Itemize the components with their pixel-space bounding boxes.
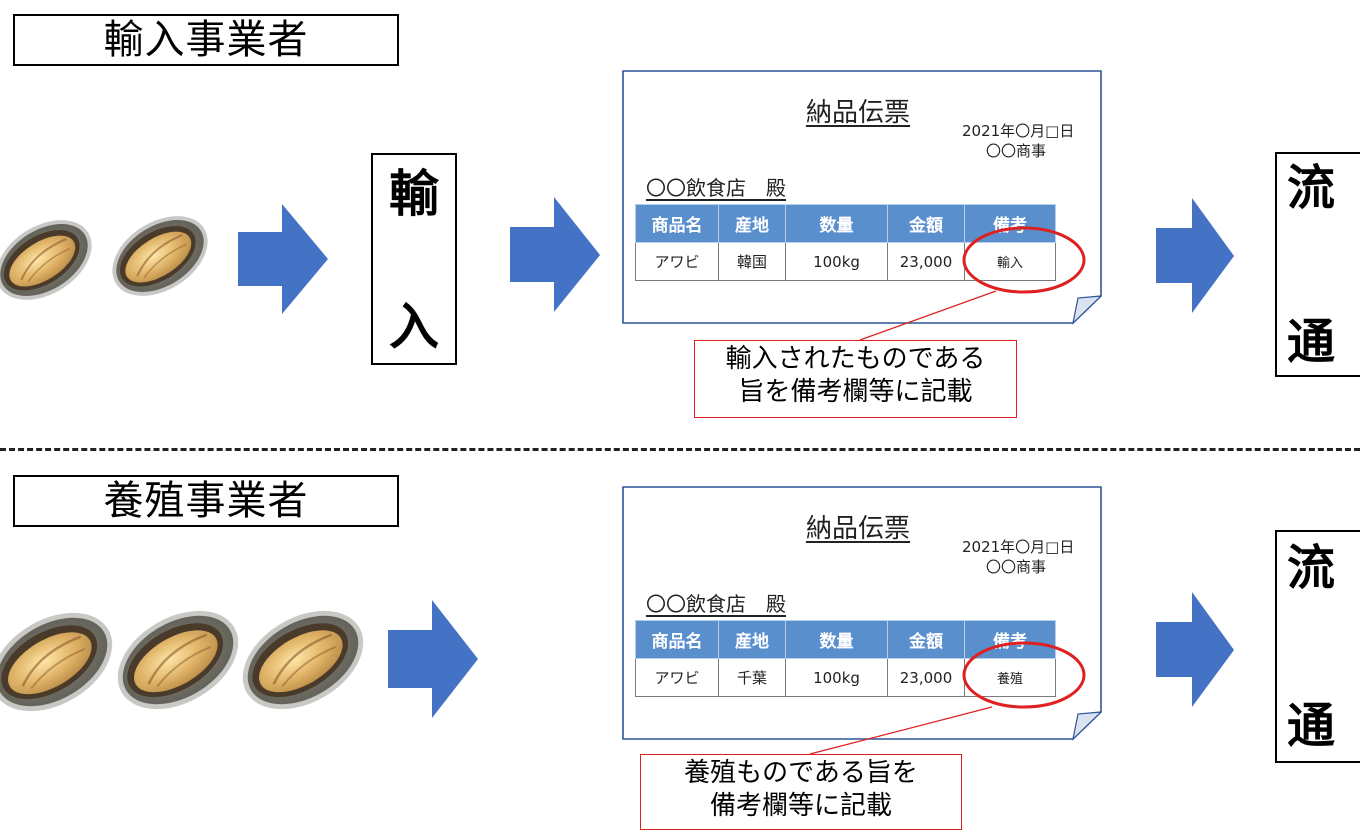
distribution-char-1: 流 xyxy=(1287,160,1336,216)
right-arrow-icon xyxy=(1156,592,1234,707)
table-header: 金額 xyxy=(887,620,965,659)
callout-line-1: 養殖ものである旨を xyxy=(684,758,918,788)
table-header: 金額 xyxy=(887,204,965,243)
delivery-slip-table: 商品名 産地 数量 金額 備考 アワビ 韓国 100kg 23,000 輸入 xyxy=(635,204,1056,281)
table-cell-note: 養殖 xyxy=(964,658,1056,697)
table-row: アワビ 韓国 100kg 23,000 輸入 xyxy=(635,242,1056,281)
right-arrow-icon xyxy=(510,197,600,312)
import-process-box: 輸 入 xyxy=(371,153,457,365)
table-header: 産地 xyxy=(718,620,786,659)
abalone-icon xyxy=(0,600,130,720)
table-cell-amount: 23,000 xyxy=(887,242,965,281)
delivery-slip-farming: 納品伝票 2021年〇月□日 〇〇商事 〇〇飲食店 殿 商品名 産地 数量 金額… xyxy=(622,486,1102,741)
table-cell-quantity: 100kg xyxy=(785,658,888,697)
delivery-slip-recipient: 〇〇飲食店 殿 xyxy=(646,592,786,616)
distribution-char-2: 通 xyxy=(1287,698,1336,754)
import-business-title-text: 輸入事業者 xyxy=(103,17,309,63)
table-cell-quantity: 100kg xyxy=(785,242,888,281)
import-note-callout: 輸入されたものである 旨を備考欄等に記載 xyxy=(694,340,1017,418)
table-header: 備考 xyxy=(964,204,1056,243)
delivery-slip-table: 商品名 産地 数量 金額 備考 アワビ 千葉 100kg 23,000 養殖 xyxy=(635,620,1056,697)
import-process-char-1: 輸 xyxy=(389,165,439,223)
table-cell-note: 輸入 xyxy=(964,242,1056,281)
farming-business-title: 養殖事業者 xyxy=(13,475,399,527)
table-header-row: 商品名 産地 数量 金額 備考 xyxy=(635,204,1056,243)
distribution-box-import: 流 通 xyxy=(1275,152,1360,377)
distribution-char-2: 通 xyxy=(1287,314,1336,370)
abalone-icon xyxy=(108,206,208,306)
right-arrow-icon xyxy=(388,600,478,718)
delivery-slip-recipient: 〇〇飲食店 殿 xyxy=(646,176,786,200)
abalone-icon xyxy=(0,210,100,310)
table-header: 備考 xyxy=(964,620,1056,659)
table-cell-origin: 千葉 xyxy=(718,658,786,697)
delivery-slip-company: 〇〇商事 xyxy=(986,142,1047,160)
abalone-icon xyxy=(240,600,370,720)
distribution-char-1: 流 xyxy=(1287,540,1336,596)
distribution-box-farming: 流 通 xyxy=(1275,530,1360,763)
right-arrow-icon xyxy=(238,204,328,314)
table-header: 数量 xyxy=(785,204,888,243)
table-header-row: 商品名 産地 数量 金額 備考 xyxy=(635,620,1056,659)
delivery-slip-title: 納品伝票 xyxy=(806,514,911,544)
delivery-slip-date: 2021年〇月□日 xyxy=(962,538,1075,556)
callout-line-1: 輸入されたものである xyxy=(725,344,986,374)
callout-line-2: 備考欄等に記載 xyxy=(709,790,892,821)
table-cell-product: アワビ xyxy=(635,242,719,281)
table-header: 産地 xyxy=(718,204,786,243)
section-divider xyxy=(0,448,1360,451)
table-header: 数量 xyxy=(785,620,888,659)
table-cell-amount: 23,000 xyxy=(887,658,965,697)
farming-note-callout: 養殖ものである旨を 備考欄等に記載 xyxy=(640,754,962,830)
delivery-slip-date: 2021年〇月□日 xyxy=(962,122,1075,140)
right-arrow-icon xyxy=(1156,198,1234,313)
delivery-slip-company: 〇〇商事 xyxy=(986,558,1047,576)
farming-business-title-text: 養殖事業者 xyxy=(103,478,309,524)
import-process-char-2: 入 xyxy=(389,298,439,356)
table-header: 商品名 xyxy=(635,620,719,659)
table-cell-product: アワビ xyxy=(635,658,719,697)
delivery-slip-import: 納品伝票 2021年〇月□日 〇〇商事 〇〇飲食店 殿 商品名 産地 数量 金額… xyxy=(622,70,1102,325)
table-cell-origin: 韓国 xyxy=(718,242,786,281)
callout-line-2: 旨を備考欄等に記載 xyxy=(738,376,973,407)
import-business-title: 輸入事業者 xyxy=(13,14,399,66)
table-row: アワビ 千葉 100kg 23,000 養殖 xyxy=(635,658,1056,697)
table-header: 商品名 xyxy=(635,204,719,243)
delivery-slip-title: 納品伝票 xyxy=(806,98,911,128)
abalone-icon xyxy=(115,600,245,720)
